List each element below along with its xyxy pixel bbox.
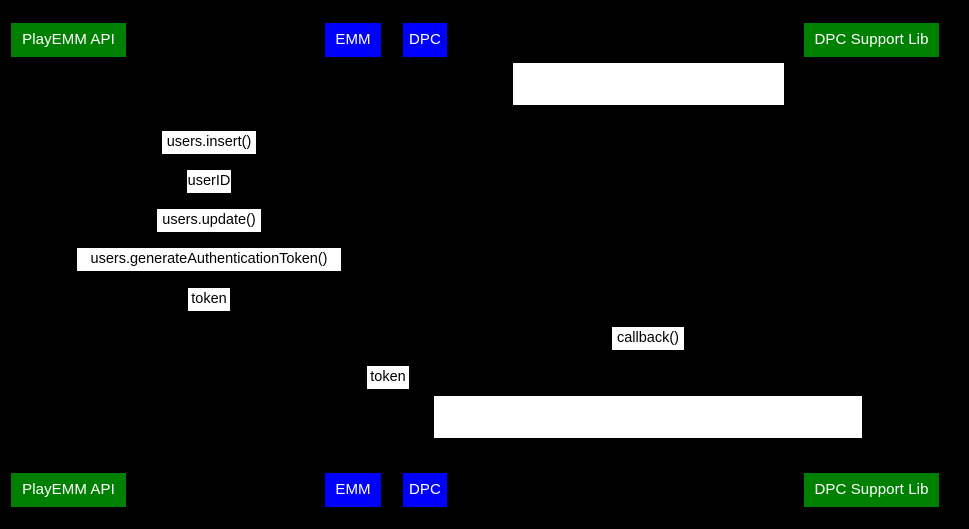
message-line-1: users.insert() [166,134,252,150]
message-line-1: androidForWorkAccountSupport [544,437,752,453]
participant-footer-emm-bottom[interactable]: EMM [325,473,381,507]
participant-label: PlayEMM API [22,480,115,498]
message-label-token-2: token [367,366,409,389]
participant-label: DPC [409,480,441,498]
participant-footer-dpc-support-lib-bottom[interactable]: DPC Support Lib [804,473,939,507]
message-label-callback: callback() [612,327,684,350]
participant-footer-dpc-bottom[interactable]: DPC [403,473,447,507]
message-line-1: users.update() [162,212,256,228]
participant-label: PlayEMM API [22,30,115,48]
message-label-token-1: token [188,288,230,311]
participant-label: DPC Support Lib [814,30,929,48]
participant-label: EMM [335,30,371,48]
participant-header-playemm-api-top[interactable]: PlayEMM API [11,23,126,57]
message-line-2: .ensureWorkingEnvironment(callback) [526,161,771,177]
message-label-users-generate-authentication-token: users.generateAuthenticationToken() [77,248,341,271]
participant-header-dpc-top[interactable]: DPC [403,23,447,57]
message-label-ensure-working-environment: androidForWorkAccountSupport .ensureWork… [513,63,784,177]
message-line-1: androidForWorkAccountSupport [545,104,752,120]
message-label-add-android-for-work-account: androidForWorkAccountSupport .addAndroid… [434,396,862,510]
message-line-1: token [191,291,227,307]
message-label-users-insert: users.insert() [162,131,256,154]
participant-label: EMM [335,480,371,498]
participant-footer-playemm-api-bottom[interactable]: PlayEMM API [11,473,126,507]
message-label-user-id: userID [187,170,231,193]
participant-label: DPC Support Lib [814,480,929,498]
message-label-users-update: users.update() [157,209,261,232]
message-line-1: token [370,369,406,385]
participant-header-emm-top[interactable]: EMM [325,23,381,57]
message-line-1: users.generateAuthenticationToken() [90,251,328,267]
message-line-1: callback() [616,330,680,346]
participant-label: DPC [409,30,441,48]
message-line-1: userID [187,173,231,189]
participant-header-dpc-support-lib-top[interactable]: DPC Support Lib [804,23,939,57]
message-line-2: .addAndroidForWorkAccount(token, account… [454,494,842,510]
